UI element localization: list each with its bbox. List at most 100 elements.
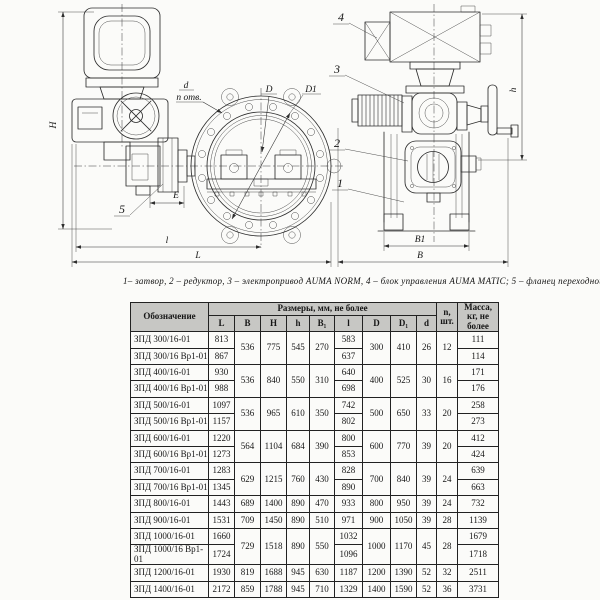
value-cell: 1097 bbox=[208, 396, 235, 415]
value-cell: 1096 bbox=[334, 544, 363, 566]
electric-actuator bbox=[351, 84, 519, 138]
value-cell: 1170 bbox=[390, 527, 417, 566]
value-cell: 564 bbox=[234, 429, 261, 464]
value-cell: 867 bbox=[208, 347, 235, 366]
value-cell: 525 bbox=[390, 364, 417, 398]
value-cell: 709 bbox=[234, 511, 261, 530]
value-cell: 700 bbox=[362, 462, 391, 497]
value-cell: 1531 bbox=[208, 511, 235, 530]
value-cell: 890 bbox=[286, 511, 310, 530]
value-cell: 550 bbox=[286, 364, 310, 398]
header-col-D: D bbox=[362, 315, 391, 333]
bolt-holes bbox=[198, 103, 324, 229]
value-cell: 890 bbox=[286, 495, 310, 513]
designation-cell: ЗПД 700/16-01 bbox=[130, 462, 209, 480]
value-cell: 1660 bbox=[208, 527, 235, 546]
value-cell: 945 bbox=[286, 580, 310, 599]
callout-3: 3 bbox=[329, 62, 405, 104]
value-cell: 36 bbox=[436, 580, 459, 599]
dim-E: E bbox=[149, 186, 185, 208]
value-cell: 12 bbox=[436, 331, 459, 366]
dim-label-h: h bbox=[509, 87, 519, 92]
value-cell: 1283 bbox=[208, 462, 235, 480]
left-actuator bbox=[71, 7, 169, 143]
header-dims-group: Размеры, мм, не более bbox=[207, 301, 438, 317]
value-cell: 545 bbox=[286, 331, 310, 366]
value-cell: 813 bbox=[208, 331, 235, 349]
value-cell: 270 bbox=[309, 331, 335, 366]
value-cell: 1050 bbox=[390, 511, 417, 530]
value-cell: 1329 bbox=[334, 580, 363, 599]
control-block bbox=[364, 5, 492, 94]
callout-3-label: 3 bbox=[333, 62, 340, 76]
valve-flange-front bbox=[190, 88, 342, 244]
header-col-h: h bbox=[286, 315, 310, 333]
value-cell: 30 bbox=[415, 364, 438, 398]
value-cell: 1157 bbox=[208, 413, 235, 431]
value-cell: 729 bbox=[234, 527, 261, 566]
value-cell: 930 bbox=[208, 364, 235, 382]
value-cell: 1139 bbox=[457, 511, 500, 530]
header-col-H: H bbox=[260, 315, 287, 333]
handwheel bbox=[112, 92, 160, 140]
value-cell: 24 bbox=[436, 495, 459, 513]
value-cell: 1788 bbox=[260, 580, 287, 599]
value-cell: 742 bbox=[334, 396, 363, 415]
value-cell: 689 bbox=[234, 495, 261, 513]
callout-4-label: 4 bbox=[338, 10, 344, 24]
value-cell: 20 bbox=[436, 396, 459, 431]
value-cell: 350 bbox=[309, 396, 335, 431]
value-cell: 610 bbox=[286, 396, 310, 431]
designation-cell: ЗПД 300/16-01 bbox=[130, 331, 209, 349]
value-cell: 853 bbox=[334, 446, 363, 464]
value-cell: 28 bbox=[436, 527, 459, 566]
header-mass: Масса, кг, не более bbox=[457, 301, 500, 333]
value-cell: 500 bbox=[362, 396, 391, 431]
dim-label-d: d bbox=[184, 81, 189, 91]
gearbox-side bbox=[404, 140, 482, 203]
value-cell: 650 bbox=[390, 396, 417, 431]
value-cell: 1400 bbox=[362, 580, 391, 599]
dim-l-L: l L bbox=[71, 144, 332, 267]
dim-label-B1: B1 bbox=[415, 235, 426, 245]
value-cell: 1104 bbox=[260, 429, 287, 464]
value-cell: 114 bbox=[457, 347, 500, 366]
designation-cell: ЗПД 1000/16-01 bbox=[130, 527, 209, 546]
side-view: h B1 B 4 3 bbox=[329, 4, 527, 267]
value-cell: 760 bbox=[286, 462, 310, 497]
value-cell: 510 bbox=[309, 511, 335, 530]
value-cell: 52 bbox=[415, 564, 438, 582]
value-cell: 430 bbox=[309, 462, 335, 497]
valve-body-side bbox=[377, 131, 476, 232]
value-cell: 770 bbox=[390, 429, 417, 464]
value-cell: 1718 bbox=[457, 544, 500, 566]
value-cell: 300 bbox=[362, 331, 391, 366]
header-col-D1: D₁ bbox=[390, 315, 417, 333]
callout-1: 1 bbox=[332, 176, 405, 203]
designation-cell: ЗПД 700/16 Вр1-01 bbox=[130, 478, 209, 497]
valve-disc bbox=[206, 149, 317, 197]
value-cell: 20 bbox=[436, 429, 459, 464]
header-col-B: B bbox=[234, 315, 261, 333]
dim-label-E: E bbox=[172, 191, 179, 201]
value-cell: 412 bbox=[457, 429, 500, 448]
value-cell: 410 bbox=[390, 331, 417, 366]
callout-1-label: 1 bbox=[337, 176, 343, 190]
value-cell: 1688 bbox=[260, 564, 287, 582]
flange-labels: d n отв. D D1 bbox=[176, 81, 321, 103]
value-cell: 1390 bbox=[390, 564, 417, 582]
value-cell: 424 bbox=[457, 446, 500, 464]
value-cell: 1518 bbox=[260, 527, 287, 566]
value-cell: 390 bbox=[309, 429, 335, 464]
value-cell: 1400 bbox=[260, 495, 287, 513]
value-cell: 28 bbox=[436, 511, 459, 530]
value-cell: 310 bbox=[309, 364, 335, 398]
